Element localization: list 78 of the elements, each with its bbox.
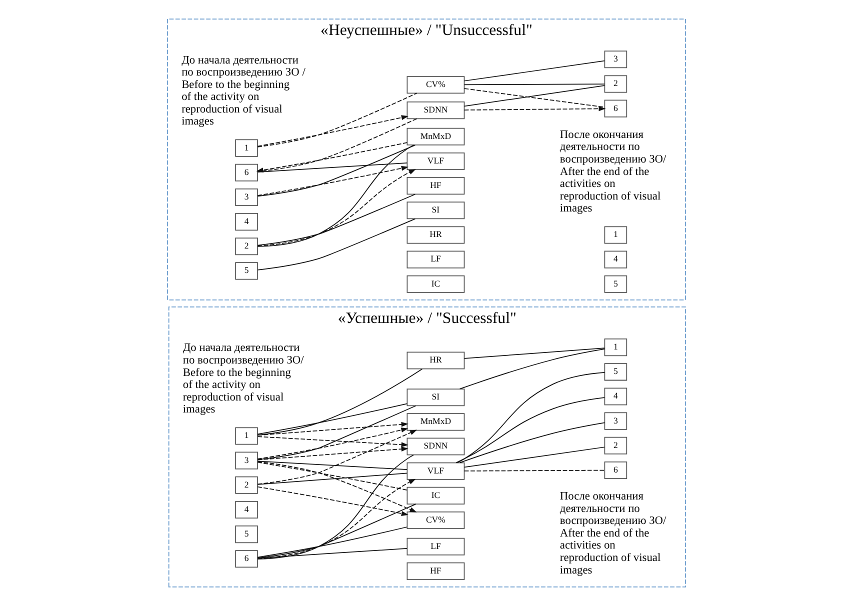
arrow [257,428,408,460]
node-box: 6 [235,550,258,568]
node-text: После окончания деятельности по воспроизведению ЗО/ After the end of the activities on reproduction of visual images [560,490,666,576]
connector [464,60,605,82]
node-box: 6 [604,461,628,479]
node-box: 3 [604,50,628,68]
arrow [257,169,416,246]
node-box: 5 [604,363,628,381]
node-box: VLF [406,152,465,170]
node-box: 2 [235,476,258,494]
arrow [257,436,408,448]
node-text: До начала деятельности по воспроизведению ЗО/ Before to the beginning of the activity on reproduction of visual images [182,342,304,416]
connector [257,472,408,485]
node-box: 1 [604,338,628,356]
node-box: 4 [604,250,628,268]
node-box: VLF [406,462,465,480]
node-text: До начала деятельности по воспроизведению ЗО / Before to the beginning of the activity on reproduction of visual images [182,54,306,128]
node-box: 4 [235,500,258,519]
arrow [257,115,408,147]
node-box: HR [406,226,465,244]
arrow [257,461,417,512]
connector [257,462,408,490]
connector [456,397,605,464]
node-box: 5 [235,262,258,280]
node-box: HF [406,177,465,195]
node-box: LF [406,538,465,556]
connector [257,368,423,436]
connector [257,218,416,270]
node-box: 4 [604,388,628,406]
connector [257,504,416,558]
connector [459,348,606,390]
node-box: CV% [406,512,465,530]
connector [257,194,416,246]
node-box: 5 [604,275,628,293]
node-box: SI [406,202,465,220]
connector [257,454,414,560]
connector [464,446,605,468]
node-box: 2 [604,75,628,93]
node-box: 1 [604,226,628,244]
node-box: 1 [235,427,258,445]
arrow [257,430,418,485]
connector [464,348,605,359]
node-box: LF [406,250,465,268]
connector [257,405,416,460]
node-box: 5 [235,526,258,544]
node-box: 2 [604,436,628,454]
node-box: SI [406,388,465,406]
node-box: IC [406,275,465,293]
node-box: SDNN [406,102,465,120]
node-box: 1 [235,139,258,157]
connector [257,460,408,470]
connector [464,84,605,86]
node-box: 3 [235,188,258,206]
node-box: 2 [235,238,258,256]
arrow [257,478,416,559]
node-box: CV% [406,76,465,94]
node-box: 6 [235,164,258,182]
node-box: SDNN [406,438,465,456]
node-box: MnMxD [406,128,465,146]
arrow [257,446,408,460]
node-box: 4 [235,213,258,231]
arrow [464,106,606,112]
node-box: HF [406,562,465,580]
node-box: IC [406,486,465,504]
connector [459,422,606,464]
node-box: 6 [604,100,628,118]
node-box: MnMxD [406,413,465,431]
connector [456,372,606,464]
node-box: HR [406,352,465,370]
arrow [257,422,408,436]
node-box: 3 [604,412,628,430]
connector [257,92,418,148]
connector [464,470,605,472]
connector [257,526,408,558]
node-text: После окончания деятельности по воспроизведению ЗО/ After the end of the activities on reproduction of visual images [560,128,666,215]
arrow [257,486,408,516]
connector [257,403,408,435]
node-box: 3 [235,452,258,470]
